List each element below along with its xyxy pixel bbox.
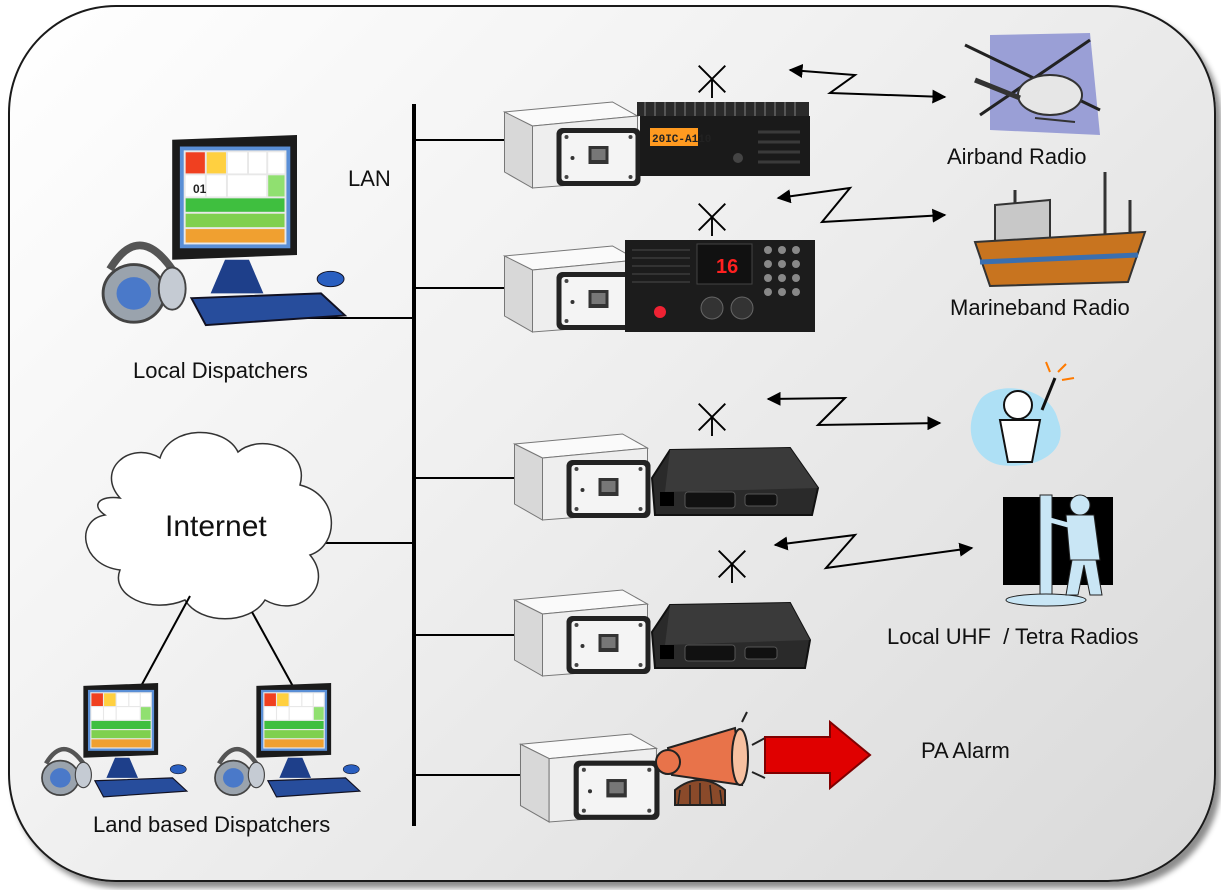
marine-channel-display: 16 — [716, 256, 738, 278]
radio-link-uhf-1 — [766, 391, 942, 431]
airband-radio-device-icon — [637, 102, 810, 176]
antenna-icon — [717, 549, 747, 585]
local-uhf-tetra-label: Local UHF / Tetra Radios — [887, 624, 1139, 649]
mobile-radio-1-icon — [650, 446, 820, 516]
local-dispatchers-label: Local Dispatchers — [133, 358, 308, 383]
airband-display: 20IC-A110 — [652, 134, 711, 146]
antenna-icon — [697, 64, 727, 100]
internet-cloud-icon — [85, 431, 332, 620]
megaphone-icon — [655, 711, 766, 806]
ship-icon — [973, 172, 1147, 288]
land-dispatcher-workstation-1-icon — [42, 683, 187, 797]
marineband-radio-label: Marineband Radio — [950, 295, 1130, 320]
handheld-radio-user-icon — [970, 361, 1075, 466]
radio-link-airband — [788, 63, 947, 104]
radio-link-marine — [776, 186, 947, 224]
land-based-dispatchers-label: Land based Dispatchers — [93, 812, 331, 837]
airband-radio-label: Airband Radio — [947, 144, 1087, 169]
console-tile-01: 01 — [193, 182, 207, 196]
pa-alarm-label: PA Alarm — [921, 738, 1010, 763]
internet-label: Internet — [165, 510, 267, 543]
gateway-box-marine-icon — [503, 245, 642, 333]
marine-radio-device-icon — [625, 240, 815, 332]
internet-link-1 — [139, 595, 191, 689]
local-dispatcher-workstation-icon — [103, 135, 345, 325]
internet-link-2 — [251, 611, 296, 691]
gateway-box-uhf-2-icon — [513, 589, 652, 677]
mobile-radio-2-icon — [650, 601, 812, 669]
gateway-box-uhf-1-icon — [513, 433, 652, 521]
lan-label: LAN — [348, 166, 391, 191]
technician-icon — [1003, 494, 1113, 607]
antenna-icon — [697, 202, 727, 238]
helicopter-icon — [964, 33, 1101, 135]
arrow-right-icon — [764, 719, 872, 791]
antenna-icon — [697, 402, 727, 438]
radio-link-uhf-2 — [773, 533, 974, 570]
gateway-box-pa-icon — [519, 733, 661, 823]
land-dispatcher-workstation-2-icon — [215, 683, 360, 797]
gateway-box-airband-icon — [503, 101, 642, 189]
